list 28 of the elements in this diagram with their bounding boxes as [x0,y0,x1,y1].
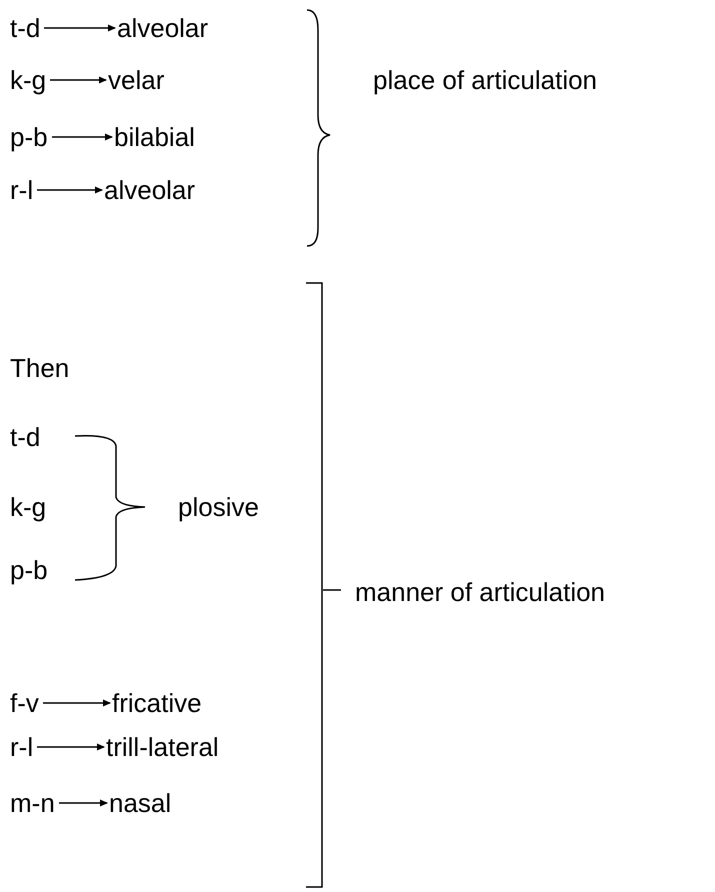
phoneme-label: alveolar [104,175,196,205]
phoneme-label: r-l [10,175,34,205]
phoneme-label: f-v [10,688,39,718]
phoneme-label: nasal [109,788,172,818]
text-label: t-d [10,422,40,452]
arrow [52,134,113,140]
phoneme-label: trill-lateral [106,732,219,762]
arrow [37,186,103,194]
phoneme-label: r-l [10,732,34,762]
phoneme-label: alveolar [117,13,208,43]
arrow [59,800,108,806]
text-label: Then [10,353,70,383]
text-label: place of articulation [373,65,598,95]
text-label: k-g [10,492,46,522]
phoneme-label: fricative [112,688,202,718]
phoneme-label: velar [108,65,164,95]
text-label: plosive [178,492,259,522]
arrow [50,76,107,84]
phoneme-label: m-n [10,788,55,818]
phoneme-label: k-g [10,65,46,95]
arrow [43,700,111,706]
phoneme-label: bilabial [114,122,195,152]
phoneme-label: p-b [10,122,48,152]
phoneme-label: t-d [10,13,40,43]
arrow [37,744,105,750]
text-label: manner of articulation [355,577,606,607]
text-label: p-b [10,555,48,585]
arrow [44,24,116,32]
